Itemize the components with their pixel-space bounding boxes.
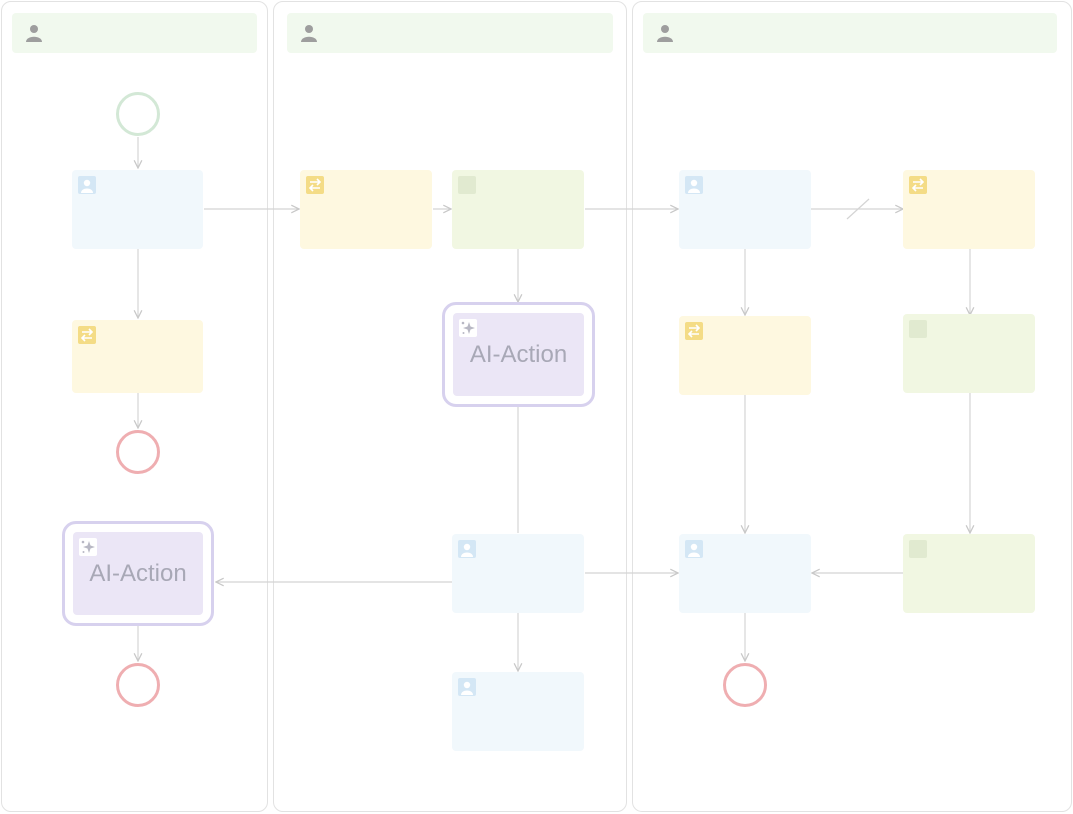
person-icon [301, 25, 317, 42]
script-task-icon [458, 176, 476, 194]
ai-action-body: AI-Action [73, 532, 203, 615]
ai-action-body: AI-Action [453, 313, 584, 396]
person-icon [26, 25, 42, 42]
script-task[interactable] [903, 534, 1035, 613]
ai-action-task[interactable]: AI-Action [62, 521, 214, 626]
user-task[interactable] [679, 170, 811, 249]
ai-action-task[interactable]: AI-Action [442, 302, 595, 407]
service-task[interactable] [679, 316, 811, 395]
lane-header-1[interactable] [12, 13, 257, 53]
service-task-icon [909, 176, 927, 194]
swimlane-3 [632, 1, 1072, 812]
script-task[interactable] [903, 314, 1035, 393]
user-task-icon [458, 540, 476, 558]
service-task-icon [685, 322, 703, 340]
lane-header-3[interactable] [643, 13, 1057, 53]
user-task-icon [685, 176, 703, 194]
script-task-icon [909, 540, 927, 558]
default-flow-marker [846, 198, 870, 220]
person-icon [657, 25, 673, 42]
service-task-icon [306, 176, 324, 194]
user-task-icon [458, 678, 476, 696]
service-task[interactable] [903, 170, 1035, 249]
lane-header-2[interactable] [287, 13, 613, 53]
user-task[interactable] [452, 534, 584, 613]
user-task[interactable] [72, 170, 203, 249]
sparkle-icon [459, 319, 477, 337]
start-event[interactable] [116, 92, 160, 136]
sparkle-icon [79, 538, 97, 556]
end-event[interactable] [116, 430, 160, 474]
service-task[interactable] [300, 170, 432, 249]
user-task[interactable] [679, 534, 811, 613]
script-task-icon [909, 320, 927, 338]
ai-action-label: AI-Action [469, 340, 568, 368]
end-event[interactable] [723, 663, 767, 707]
user-task-icon [685, 540, 703, 558]
service-task-icon [78, 326, 96, 344]
user-task[interactable] [452, 672, 584, 751]
ai-action-label: AI-Action [89, 559, 187, 587]
service-task[interactable] [72, 320, 203, 393]
user-task-icon [78, 176, 96, 194]
end-event[interactable] [116, 663, 160, 707]
script-task[interactable] [452, 170, 584, 249]
